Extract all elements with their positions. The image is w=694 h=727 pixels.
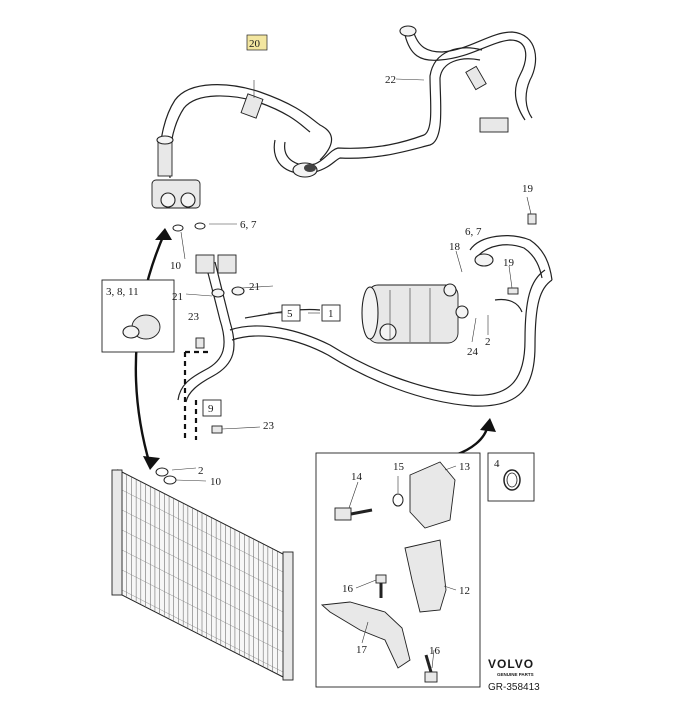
inset-seal-detail	[487, 452, 535, 502]
pipe-block-connector	[151, 135, 201, 209]
callout-5: 5	[287, 308, 293, 320]
leader-lines	[171, 78, 532, 669]
compressor-hose	[229, 235, 553, 407]
callout-12: 12	[459, 585, 470, 597]
callout-14: 14	[351, 471, 363, 483]
callout-21-right: 21	[249, 281, 260, 293]
bolts	[195, 213, 537, 434]
condenser-tube	[121, 529, 284, 613]
callout-16-bottom: 16	[429, 645, 441, 657]
callout-labels: 20 22 19 6, 7 6, 7 18 19 10 21 21 3, 8, …	[106, 38, 534, 657]
callout-6-7-right: 6, 7	[465, 226, 482, 238]
callout-13: 13	[459, 461, 471, 473]
callout-15: 15	[393, 461, 405, 473]
callout-19-right: 19	[503, 257, 515, 269]
callout-1: 1	[328, 308, 334, 320]
callout-23-top: 23	[188, 311, 200, 323]
condenser-tube	[121, 589, 284, 673]
callout-6-7-left: 6, 7	[240, 219, 257, 231]
genuine-parts-label: GENUINE PARTS	[497, 672, 534, 677]
callout-1-box	[321, 304, 341, 322]
callout-21-left: 21	[172, 291, 183, 303]
ac-compressor	[361, 283, 469, 344]
callout-20: 20	[249, 38, 261, 50]
condenser-tube	[121, 569, 284, 653]
callout-2-right: 2	[485, 336, 491, 348]
callout-3-8-11: 3, 8, 11	[106, 286, 139, 298]
inset-grommet-detail	[101, 279, 175, 353]
callout-10-top: 10	[170, 260, 182, 272]
figure-reference: GR-358413	[488, 682, 540, 693]
callout-10-bottom: 10	[210, 476, 222, 488]
callout-9: 9	[208, 403, 214, 415]
callout-22: 22	[385, 74, 396, 86]
callout-23-bottom: 23	[263, 420, 275, 432]
callout-2-left: 2	[198, 465, 204, 477]
callout-4: 4	[494, 458, 500, 470]
lower-ac-pipe	[177, 254, 245, 403]
callout-20-highlight	[246, 34, 268, 51]
condenser-tube	[121, 509, 284, 593]
clip-group-9-dashed	[183, 350, 210, 440]
callout-18: 18	[449, 241, 461, 253]
callout-16-left: 16	[342, 583, 354, 595]
condenser-tube	[121, 489, 284, 573]
condenser-tube	[121, 549, 284, 633]
o-ring-seals-upper	[172, 222, 206, 232]
callout-19-top: 19	[522, 183, 534, 195]
upper-ac-pipe	[158, 25, 537, 179]
volvo-logo: VOLVO	[488, 657, 534, 671]
brand-block: VOLVO GENUINE PARTS GR-358413	[488, 657, 540, 693]
callout-9-box	[202, 399, 222, 417]
callout-24: 24	[467, 346, 479, 358]
callout-17: 17	[356, 644, 368, 656]
condenser-radiator	[111, 467, 294, 681]
